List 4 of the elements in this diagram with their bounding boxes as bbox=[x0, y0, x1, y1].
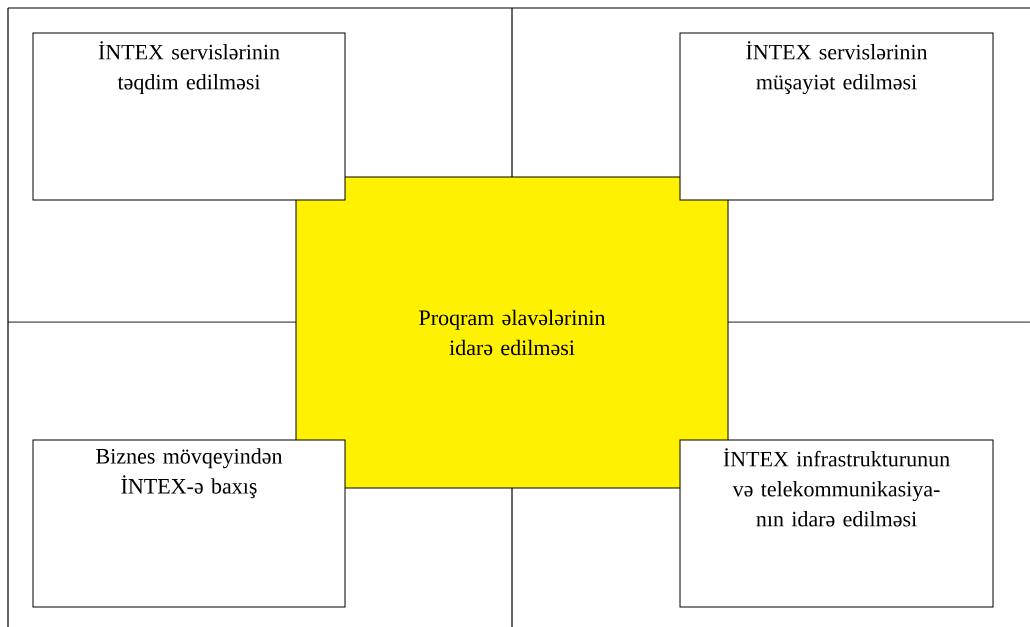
text-box: İNTEX infrastrukturunun və telekommunikasiya-nın idarə edilməsi bbox=[679, 439, 994, 608]
text-box: İNTEX servislərinin müşayiət edilməsi bbox=[679, 32, 994, 201]
text-box: Biznes mövqeyindən İNTEX-ə baxış bbox=[32, 439, 346, 608]
text-box: İNTEX servislərinin təqdim edilməsi bbox=[32, 32, 346, 201]
